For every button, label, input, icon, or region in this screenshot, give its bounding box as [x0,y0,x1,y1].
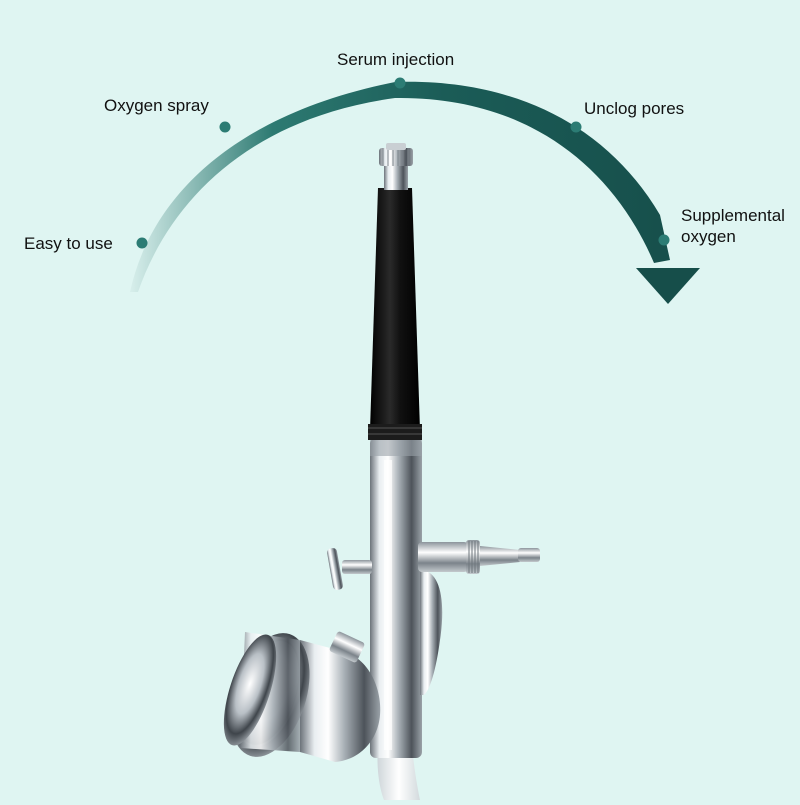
progress-arc [130,81,670,292]
feature-dot-oxygen-spray [219,121,231,133]
feature-dot-supplemental [658,234,670,246]
feature-label-supplemental: Supplemental oxygen [681,206,785,246]
air-valve [418,542,468,572]
feature-dot-easy [136,237,148,249]
feature-dot-pores [570,121,582,133]
air-hose [377,745,420,800]
gun-handle [370,188,420,430]
adjust-knob [342,560,372,574]
feature-label-oxygen-spray: Oxygen spray [104,96,209,115]
feature-label-easy: Easy to use [24,234,113,253]
feature-label-pores: Unclog pores [584,99,685,118]
top-cap [384,162,408,190]
feature-label-serum: Serum injection [337,50,455,69]
feature-dot-serum [394,77,406,89]
handle-ring [368,424,422,440]
gun-body [370,438,422,758]
trigger-lever [420,570,443,695]
paint-cup [223,631,381,762]
airbrush-gun [223,143,540,800]
arc-arrowhead [636,268,700,304]
